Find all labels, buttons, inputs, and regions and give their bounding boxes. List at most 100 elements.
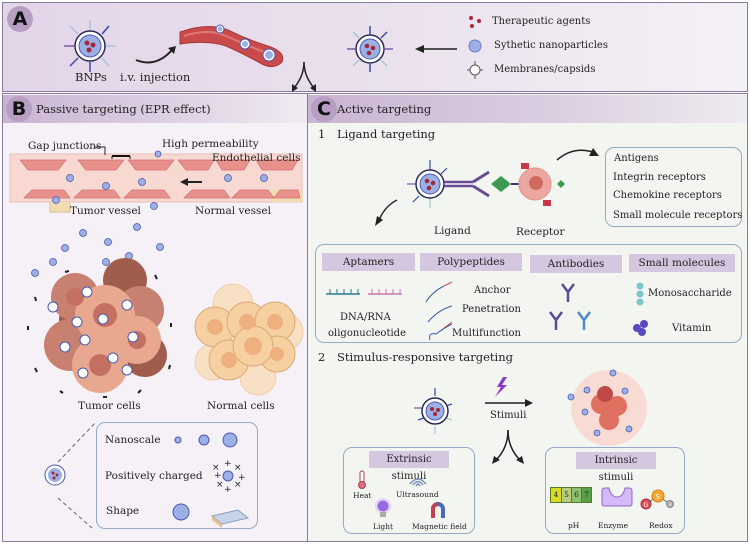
panel-b-header	[3, 95, 307, 123]
extrinsic-item-ultrasound: Ultrasound	[396, 490, 439, 499]
extrinsic-item-heat: Heat	[353, 491, 372, 500]
nanoparticle-detail-icon	[44, 464, 66, 486]
aptamer-item-oligonucleotide: oligonucleotide	[328, 328, 406, 339]
extrinsic-stimuli-title: Extrinsic stimuli	[369, 451, 449, 482]
tumor-cells-label: Tumor cells	[78, 400, 141, 412]
polypeptide-item-multifunction: Multifunction	[452, 328, 521, 339]
magnet-icon	[431, 502, 445, 518]
synthetic-nanoparticle-icon	[468, 39, 482, 53]
property-shape: Shape	[106, 505, 140, 517]
category-polypeptides: Polypeptides	[420, 253, 522, 271]
svg-text:+: +	[224, 485, 232, 495]
section1-title: Ligand targeting	[337, 127, 436, 141]
legend-label-synthetic-nanoparticles: Sythetic nanoparticles	[494, 40, 608, 51]
curved-arrow-receptor-icon	[556, 148, 599, 161]
panel-c-header	[308, 95, 747, 123]
panel-b-title: Passive targeting (EPR effect)	[36, 102, 211, 116]
legend-label-membranes-capsids: Membranes/capsids	[494, 64, 596, 75]
curved-arrow-icon	[135, 46, 176, 64]
split-arrow-icon	[292, 61, 316, 92]
panel-c-badge: C	[311, 96, 337, 122]
enzyme-icon	[601, 487, 633, 507]
normal-cells-label: Normal cells	[207, 400, 275, 412]
aptamer-icon	[326, 289, 402, 295]
receptor-label: Receptor	[516, 226, 565, 238]
small-molecule-item-monosaccharide: Monosaccharide	[648, 288, 732, 299]
ph-value-4: 4	[551, 488, 561, 502]
legend-label-therapeutic-agents: Therapeutic agents	[492, 16, 591, 27]
svg-text:+: +	[214, 471, 222, 481]
receptor-type-antigens: Antigens	[614, 153, 659, 164]
split-arrow-stimuli-icon	[492, 429, 524, 464]
membrane-capsid-icon	[467, 61, 483, 79]
normal-cells-illustration	[194, 283, 304, 396]
intrinsic-item-enzyme: Enzyme	[598, 521, 629, 530]
injection-label: i.v. injection	[120, 70, 191, 84]
section2-title: Stimulus-responsive targeting	[337, 350, 514, 364]
intrinsic-item-ph: pH	[568, 521, 580, 530]
gap-junctions-label: Gap junctions	[28, 140, 102, 152]
svg-text:×: ×	[234, 463, 242, 473]
panel-b-badge: B	[6, 96, 32, 122]
tumor-vessel-label: Tumor vessel	[70, 205, 141, 217]
left-arrow-icon	[415, 45, 457, 53]
small-molecule-icons	[633, 282, 648, 336]
receptor-type-chemokine: Chemokine receptors	[613, 190, 722, 201]
gap-junctions-pointer	[95, 146, 106, 155]
ligand-receptor-illustration	[375, 160, 565, 226]
svg-text:×: ×	[216, 480, 224, 490]
assembled-nanoparticle-icon	[347, 26, 393, 72]
redox-atom-h: H	[669, 502, 672, 507]
ph-scale: 4 5 6 7	[550, 487, 592, 503]
section1-number: 1	[318, 127, 326, 141]
stimuli-arrow-icon	[485, 377, 533, 407]
property-positively-charged: Positively charged	[105, 470, 203, 482]
panel-a-badge: A	[7, 6, 33, 32]
svg-text:×: ×	[212, 463, 220, 473]
bnps-label: BNPs	[75, 70, 107, 84]
heat-thermometer-icon	[358, 470, 366, 489]
normal-vessel-label: Normal vessel	[195, 205, 271, 217]
vessel-diagram	[9, 150, 303, 213]
small-molecule-item-vitamin: Vitamin	[672, 323, 712, 334]
ph-value-5: 5	[561, 488, 571, 502]
category-small-molecules: Small molecules	[629, 254, 735, 272]
stimuli-label: Stimuli	[490, 410, 527, 421]
section2-number: 2	[318, 350, 326, 364]
high-permeability-label: High permeability	[162, 138, 259, 150]
svg-text:×: ×	[234, 480, 242, 490]
antibody-icons	[549, 283, 591, 330]
light-bulb-icon	[375, 498, 391, 517]
intrinsic-item-redox: Redox	[649, 521, 673, 530]
extrinsic-item-magnetic-field: Magnetic field	[412, 522, 467, 531]
polypeptide-item-penetration: Penetration	[462, 304, 521, 315]
category-antibodies: Antibodies	[530, 255, 622, 273]
tumor-cells-illustration	[27, 223, 172, 398]
polypeptide-item-anchor: Anchor	[474, 285, 511, 296]
endothelial-cells-label: Endothelial cells	[212, 152, 301, 164]
svg-text:+: +	[224, 459, 232, 469]
redox-atom-s: S	[656, 493, 661, 501]
redox-atom-g: G	[644, 502, 649, 509]
receptor-type-small-molecule: Small molecule receptors	[613, 210, 743, 221]
receptor-type-integrin: Integrin receptors	[613, 172, 706, 183]
category-aptamers: Aptamers	[322, 253, 415, 271]
zoom-lines	[57, 421, 97, 529]
bnp-nanoparticle-icon	[64, 20, 116, 72]
ph-value-7: 7	[581, 488, 591, 502]
tumor-targeted-illustration	[567, 369, 647, 446]
property-icons: ++++××××	[172, 432, 250, 528]
property-nanoscale: Nanoscale	[105, 434, 161, 446]
blood-vessel-icon	[179, 24, 284, 68]
extrinsic-item-light: Light	[373, 522, 394, 531]
aptamer-item-dna-rna: DNA/RNA	[340, 312, 391, 323]
ligand-label: Ligand	[434, 225, 471, 237]
ph-value-6: 6	[571, 488, 581, 502]
receptor-types-box	[605, 147, 742, 227]
svg-text:+: +	[238, 473, 246, 483]
therapeutic-agents-icon	[469, 16, 481, 28]
redox-molecule-icon: G S H	[640, 489, 674, 510]
intrinsic-stimuli-title: Intrinsic stimuli	[576, 452, 656, 483]
ultrasound-icon	[409, 478, 427, 487]
panel-c-title: Active targeting	[337, 102, 432, 116]
